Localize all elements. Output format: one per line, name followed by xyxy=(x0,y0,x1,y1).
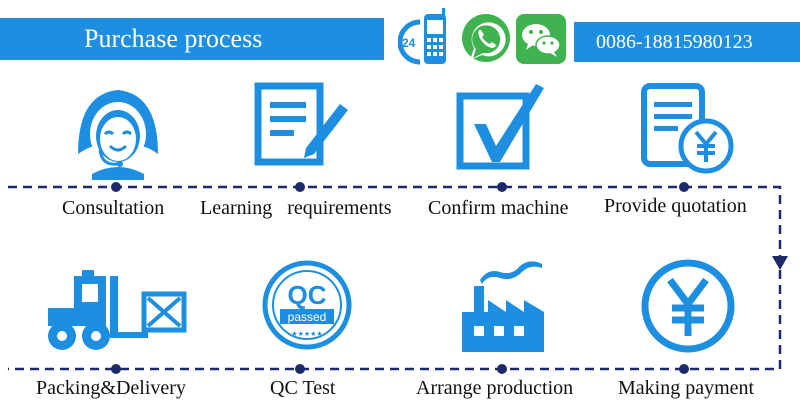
svg-text:QC: QC xyxy=(288,280,327,310)
document-edit-icon xyxy=(254,82,350,168)
flow-dot xyxy=(679,364,689,374)
phone-number[interactable]: 0086-18815980123 xyxy=(596,31,753,53)
factory-icon xyxy=(456,256,550,354)
flow-dot xyxy=(497,364,507,374)
customer-service-icon xyxy=(72,84,164,180)
step-label: Confirm machine xyxy=(428,197,569,219)
yuan-coin-icon xyxy=(640,258,736,354)
phone-24-icon[interactable]: 24 xyxy=(398,8,454,70)
flow-arrow-icon xyxy=(772,256,788,270)
flow-dot xyxy=(497,182,507,192)
svg-text:24: 24 xyxy=(402,36,416,50)
step-label: Making payment xyxy=(618,377,755,399)
flow-dot xyxy=(111,182,121,192)
wechat-icon[interactable] xyxy=(516,14,566,64)
step-label: Consultation xyxy=(62,197,165,219)
step-label: Arrange production xyxy=(416,377,574,399)
step-label: QC Test xyxy=(270,377,336,399)
quotation-icon xyxy=(640,82,736,176)
step-label: Learning requirements xyxy=(200,197,392,219)
svg-text:★★★★★: ★★★★★ xyxy=(291,330,322,338)
svg-text:passed: passed xyxy=(288,310,327,324)
flow-dot xyxy=(295,364,305,374)
flow-dot xyxy=(679,182,689,192)
header-bar xyxy=(0,18,384,60)
flow-dot xyxy=(295,182,305,192)
checkbox-check-icon xyxy=(456,80,548,170)
step-label: Provide quotation xyxy=(604,195,747,217)
page-title: Purchase process xyxy=(84,24,263,53)
forklift-icon xyxy=(44,266,188,354)
qc-passed-icon: QC passed ★★★★★ xyxy=(262,260,352,350)
flow-dot xyxy=(111,364,121,374)
step-label: Packing&Delivery xyxy=(36,377,186,399)
phone-bar xyxy=(574,22,800,62)
whatsapp-icon[interactable] xyxy=(460,12,512,66)
